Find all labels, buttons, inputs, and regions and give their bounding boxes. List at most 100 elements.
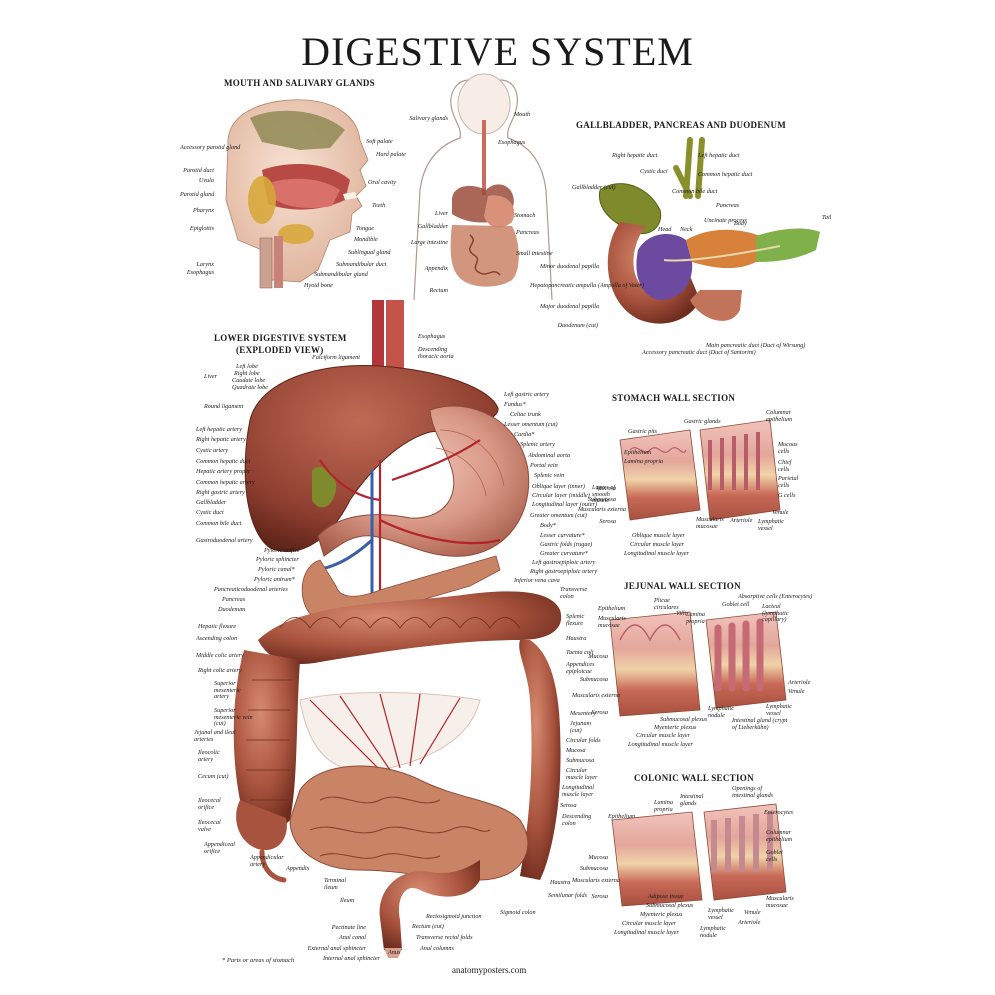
label: Descending thoracic aorta <box>418 346 454 360</box>
label: Chief cells <box>778 459 792 473</box>
label: Venule <box>788 688 805 695</box>
body-figure-illustration <box>413 73 553 301</box>
label: Appendix <box>286 865 310 872</box>
label: Columnar epithelium <box>766 409 793 423</box>
label: Muscularis mucosae <box>598 615 626 629</box>
label: Submucosa <box>566 757 595 764</box>
label: Longitudinal muscle layer <box>628 741 693 748</box>
label: Left lobe <box>236 363 258 370</box>
label: Portal vein <box>530 462 558 469</box>
label: Cystic artery <box>196 447 229 454</box>
label: Anal columns <box>420 945 454 952</box>
section-title-jejunal-wall: JEJUNAL WALL SECTION <box>624 581 741 591</box>
label: Lymphatic nodule <box>700 925 726 939</box>
label: Inferior vena cava <box>514 577 560 584</box>
label: Lamina propria <box>654 799 673 813</box>
label: Appendicular artery <box>250 854 284 868</box>
label: Splenic flexure <box>566 613 585 627</box>
label: Goblet cells <box>766 849 783 863</box>
label: Celiac trunk <box>510 411 541 418</box>
label: Pectinate line <box>331 924 366 931</box>
label: Lamina propria <box>686 611 705 625</box>
label: Mucosa <box>566 747 586 754</box>
label: Lymphatic vessel <box>758 518 784 532</box>
label: Pancreas <box>222 596 246 603</box>
label: Serosa <box>591 893 608 900</box>
label: Epithelium <box>624 449 652 456</box>
label: Longitudinal muscle layer <box>562 784 594 798</box>
label: Terminal ileum <box>324 877 347 891</box>
label: Taenia coli <box>566 649 594 656</box>
label: Parietal cells <box>778 475 799 489</box>
label: Sigmoid colon <box>500 909 536 916</box>
label: Left gastroepiploic artery <box>532 559 596 566</box>
label: Submucosal plexus <box>646 902 694 909</box>
label: Myenteric plexus <box>640 911 683 918</box>
label: Lesser curvature* <box>540 532 585 539</box>
label: Venule <box>744 909 761 916</box>
label: Liver <box>434 210 448 217</box>
label: Gallbladder <box>196 499 227 506</box>
footnote: * Parts or areas of stomach <box>222 957 295 964</box>
label: Minor duodenal papilla <box>540 263 600 270</box>
section-title-lower-sub: (EXPLODED VIEW) <box>236 345 324 355</box>
label: Rectum <box>429 287 448 294</box>
label: Gallbladder <box>417 223 448 230</box>
label: Rectum (cut) <box>412 923 444 930</box>
label: Mucosa <box>588 653 608 660</box>
label: Pyloric sphincter <box>256 556 299 563</box>
label: Lymphatic vessel <box>708 907 734 921</box>
label: Teeth <box>372 202 386 209</box>
label: Quadrate lobe <box>232 384 268 391</box>
label: Anus <box>388 949 401 956</box>
label: Submucosa <box>579 676 608 683</box>
section-title-stomach-wall: STOMACH WALL SECTION <box>612 393 736 403</box>
label: Mandible <box>354 236 378 243</box>
label: Anal canal <box>339 934 366 941</box>
label: Gastric folds (rugae) <box>540 541 593 548</box>
label: Common bile duct <box>196 520 242 527</box>
label: Appendix <box>424 265 448 272</box>
label: Common hepatic duct <box>698 171 753 178</box>
label: Parotid duct <box>183 167 214 174</box>
label: Body* <box>540 522 556 529</box>
label: Appendiceal orifice <box>204 841 235 855</box>
page-title: DIGESTIVE SYSTEM <box>301 29 694 74</box>
label: Mucosa <box>588 854 608 861</box>
label: Hepatopancreatic ampulla (Ampulla of Vat… <box>530 282 644 289</box>
label: Accessory parotid gland <box>180 144 241 151</box>
label: Common hepatic artery <box>196 479 255 486</box>
label: Esophagus <box>418 333 446 340</box>
label: G cells <box>778 492 796 499</box>
label: Esophagus <box>186 269 214 276</box>
stomach-wall-illustration <box>619 419 781 521</box>
label: Circular muscle layer <box>622 920 677 927</box>
label: Common hepatic duct <box>196 458 251 465</box>
label: Venule <box>772 509 789 516</box>
lower-digestive-illustration <box>233 300 562 958</box>
label: Falciform ligament <box>312 354 360 361</box>
label: Epithelium <box>598 605 626 612</box>
label: Lymphatic vessel <box>766 703 792 717</box>
label: Mouth <box>514 111 531 118</box>
label: Main pancreatic duct (Duct of Wirsung) <box>706 342 806 349</box>
label: Right colic artery <box>198 667 242 674</box>
label: Hepatic flexure <box>198 623 237 630</box>
label: Muscularis mucosae <box>766 895 794 909</box>
label: Uvula <box>198 177 214 184</box>
label: Hyoid bone <box>304 282 333 289</box>
label: Rectosigmoid junction <box>426 913 482 920</box>
label: Cystic duct <box>196 509 224 516</box>
label: Middle colic artery <box>196 652 244 659</box>
label: Circular muscle layer <box>630 541 685 548</box>
label: Jejunal and ileal arteries <box>194 729 236 743</box>
label: Tongue <box>356 225 374 232</box>
label: Oral cavity <box>368 179 397 186</box>
label: Soft palate <box>366 138 393 145</box>
label: Muscularis externa <box>572 692 620 699</box>
label: Mucous cells <box>778 441 798 455</box>
label: Muscularis externa <box>572 877 620 884</box>
label: Duodenum <box>218 606 246 613</box>
label: Stomach <box>514 212 536 219</box>
